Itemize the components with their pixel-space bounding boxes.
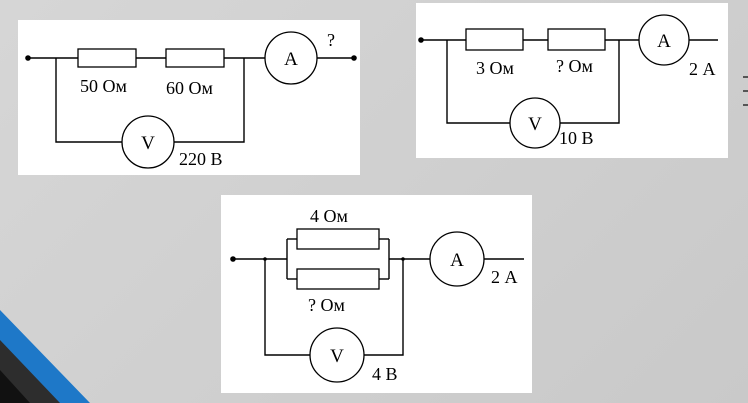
resistor-1-label: 3 Ом — [476, 58, 514, 78]
voltmeter — [309, 327, 365, 383]
edge-decoration — [743, 76, 748, 106]
voltmeter-symbol: V — [528, 114, 542, 135]
resistor-2-label: 60 Ом — [166, 78, 213, 98]
voltmeter-value: 4 В — [372, 364, 398, 384]
circuit-panel-2: A V 3 Ом ? Ом 2 А 10 В — [416, 3, 728, 158]
resistor-2 — [165, 48, 225, 68]
voltmeter-value: 10 В — [559, 128, 594, 148]
terminal-right — [351, 55, 357, 61]
resistor-1-label: 50 Ом — [80, 76, 127, 96]
resistor-bottom-label: ? Ом — [308, 295, 345, 315]
resistor-bottom — [296, 268, 380, 290]
voltmeter-symbol: V — [330, 346, 344, 367]
ammeter-value: 2 А — [689, 59, 716, 79]
resistor-1 — [465, 28, 524, 51]
resistor-1 — [77, 48, 137, 68]
circuit-panel-1: A V 50 Ом 60 Ом ? 220 В — [18, 20, 360, 175]
voltmeter — [121, 115, 175, 169]
corner-decoration — [0, 310, 90, 403]
voltmeter — [509, 97, 561, 149]
circuit-diagram-1: A V 50 Ом 60 Ом ? 220 В — [25, 30, 357, 169]
resistor-top-label: 4 Ом — [310, 206, 348, 226]
circuit-diagram-2: A V 3 Ом ? Ом 2 А 10 В — [418, 14, 718, 149]
resistor-2 — [547, 28, 606, 51]
resistor-2-label: ? Ом — [556, 56, 593, 76]
ammeter-value: 2 А — [491, 267, 518, 287]
voltmeter-symbol: V — [141, 133, 155, 154]
ammeter-symbol: A — [450, 250, 464, 271]
circuit-diagram-3: A V 4 Ом ? Ом 2 А 4 В — [230, 206, 524, 384]
resistor-top — [296, 228, 380, 250]
ammeter-symbol: A — [284, 49, 298, 70]
voltmeter-value: 220 В — [179, 149, 223, 169]
ammeter-value: ? — [327, 30, 335, 50]
ammeter-symbol: A — [657, 31, 671, 52]
circuit-panel-3: A V 4 Ом ? Ом 2 А 4 В — [221, 195, 532, 393]
